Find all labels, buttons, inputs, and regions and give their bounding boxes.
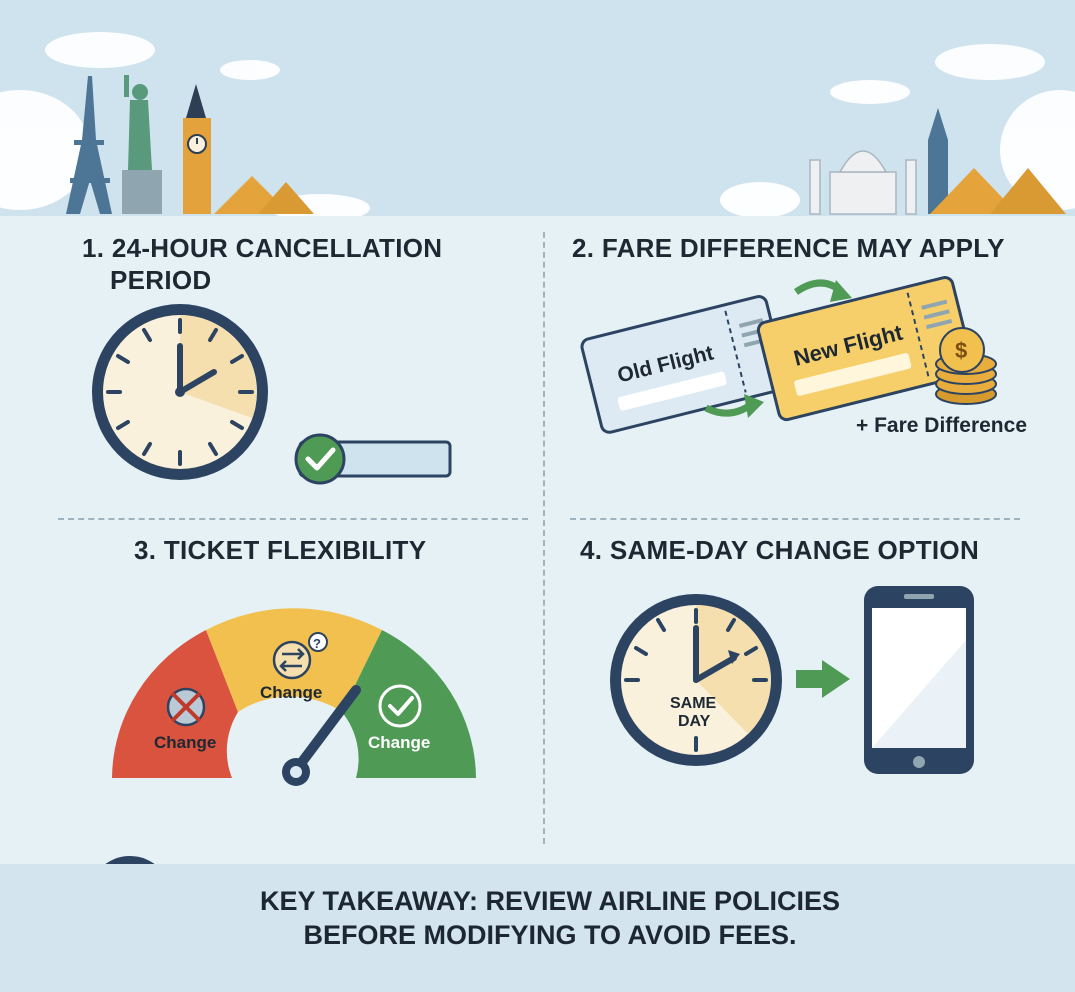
- arrow-icon: [704, 279, 852, 418]
- takeaway-line1: KEY TAKEAWAY: REVIEW AIRLINE POLICIES: [259, 886, 841, 916]
- section-3-heading: 3. TICKET FLEXIBILITY: [134, 534, 426, 566]
- phone-icon: [864, 586, 974, 774]
- tower-icon: [928, 108, 948, 214]
- same-day-line2: DAY: [678, 713, 711, 730]
- takeaway-banner: [0, 864, 1075, 992]
- same-day-clock-icon: SAME DAY: [610, 594, 782, 766]
- takeaway-text: KEY TAKEAWAY: REVIEW AIRLINE POLICIES BE…: [200, 884, 900, 952]
- big-ben-icon: [183, 84, 211, 214]
- pyramids-icon: [214, 176, 314, 214]
- section-4-title: SAME-DAY CHANGE OPTION: [609, 535, 980, 565]
- section-1-heading: 1. 24-HOUR CANCELLATION PERIOD: [82, 232, 442, 296]
- gauge-middle-label: Change: [260, 683, 322, 702]
- same-day-line1: SAME: [670, 695, 717, 712]
- coins-icon: $: [935, 327, 997, 405]
- clock-icon: [92, 304, 268, 480]
- flexibility-gauge: Change ? Change Change: [112, 608, 476, 786]
- vertical-divider: [543, 232, 545, 844]
- checkmark-icon: [378, 684, 422, 728]
- coin-symbol: $: [955, 338, 967, 363]
- statue-of-liberty-icon: [122, 75, 162, 214]
- fare-difference-note: + Fare Difference: [856, 414, 1027, 437]
- new-ticket: New Flight: [756, 276, 975, 422]
- gauge-needle: [291, 685, 361, 775]
- taj-mahal-icon: [809, 150, 917, 215]
- horizontal-divider-left: [58, 518, 528, 520]
- eiffel-tower-icon: [66, 76, 112, 214]
- x-icon: [166, 687, 206, 727]
- help-symbol: ?: [313, 636, 321, 651]
- gauge-left-label: Change: [154, 733, 216, 752]
- takeaway-line2: BEFORE MODIFYING TO AVOID FEES.: [303, 920, 797, 950]
- section-4-number: 4.: [580, 535, 603, 565]
- pyramids-right-icon: [930, 168, 1066, 214]
- section-3-title: TICKET FLEXIBILITY: [163, 535, 427, 565]
- section-2-title: FARE DIFFERENCE MAY APPLY: [601, 233, 1005, 263]
- section-1-title-line1: 24-HOUR CANCELLATION: [111, 233, 443, 263]
- swap-icon: ?: [272, 632, 328, 680]
- section-2-number: 2.: [572, 233, 595, 263]
- section-3-number: 3.: [134, 535, 157, 565]
- gauge-right-label: Change: [368, 733, 430, 752]
- section-1-title-line2: PERIOD: [110, 265, 212, 295]
- horizontal-divider-right: [570, 518, 1020, 520]
- section-2-heading: 2. FARE DIFFERENCE MAY APPLY: [572, 232, 1005, 264]
- section-4-heading: 4. SAME-DAY CHANGE OPTION: [580, 534, 979, 566]
- checked-progress-bar: [294, 433, 452, 485]
- section-1-number: 1.: [82, 233, 105, 263]
- checkmark-icon: [294, 433, 346, 485]
- arrow-right-icon: [796, 660, 850, 698]
- old-ticket: Old Flight: [580, 295, 788, 434]
